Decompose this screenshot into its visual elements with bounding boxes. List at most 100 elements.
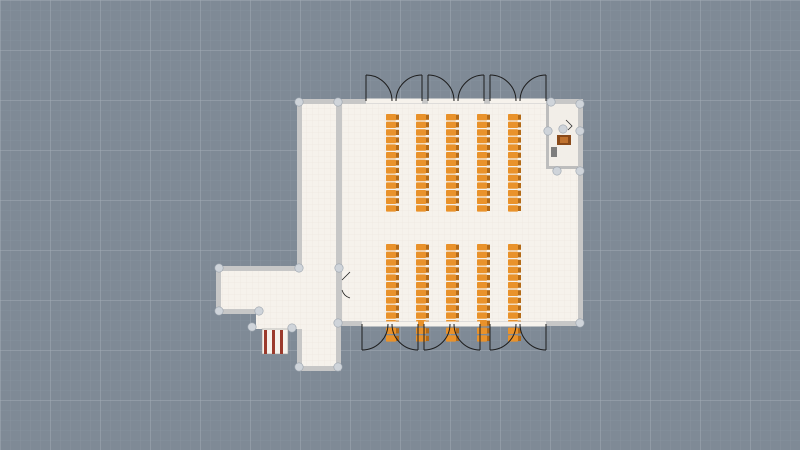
doors[interactable]: [361, 74, 547, 351]
chair-icon[interactable]: [416, 114, 429, 121]
corridor-floor[interactable]: [302, 104, 336, 366]
chair-icon[interactable]: [508, 144, 521, 151]
chair-icon[interactable]: [477, 129, 490, 136]
chair-icon[interactable]: [416, 312, 429, 319]
door-swing-icon[interactable]: [365, 74, 423, 102]
chair-icon[interactable]: [446, 274, 459, 281]
chair-icon[interactable]: [386, 129, 399, 136]
chair-icon[interactable]: [446, 297, 459, 304]
main-hall-floor[interactable]: [342, 104, 578, 321]
chair-icon[interactable]: [477, 251, 490, 258]
chair-icon[interactable]: [508, 304, 521, 312]
chair-icon[interactable]: [386, 266, 399, 274]
chair-icon[interactable]: [477, 304, 490, 312]
vertex-handle-icon[interactable]: [254, 306, 264, 316]
chair-icon[interactable]: [446, 197, 459, 204]
lectern-icon[interactable]: [551, 119, 573, 157]
seating-area[interactable]: [386, 114, 521, 342]
chair-icon[interactable]: [386, 190, 399, 197]
chair-icon[interactable]: [508, 159, 521, 166]
chair-icon[interactable]: [508, 259, 521, 266]
chair-icon[interactable]: [477, 152, 490, 159]
chair-icon[interactable]: [477, 174, 490, 182]
vertex-handle-icon[interactable]: [214, 306, 224, 316]
chair-icon[interactable]: [386, 244, 399, 251]
vertex-handle-icon[interactable]: [543, 126, 553, 136]
vertex-handle-icon[interactable]: [552, 166, 562, 176]
chair-icon[interactable]: [386, 304, 399, 312]
chair-icon[interactable]: [416, 167, 429, 174]
chair-icon[interactable]: [477, 114, 490, 121]
chair-icon[interactable]: [446, 244, 459, 251]
chair-icon[interactable]: [386, 282, 399, 289]
vertex-handle-icon[interactable]: [333, 318, 343, 328]
chair-icon[interactable]: [386, 259, 399, 266]
chair-icon[interactable]: [477, 335, 490, 342]
chair-icon[interactable]: [508, 274, 521, 281]
chair-icon[interactable]: [508, 205, 521, 212]
chair-icon[interactable]: [386, 205, 399, 212]
chair-icon[interactable]: [446, 167, 459, 174]
vertex-handle-icon[interactable]: [247, 322, 257, 332]
chair-icon[interactable]: [386, 335, 399, 342]
chair-icon[interactable]: [446, 136, 459, 144]
chair-icon[interactable]: [416, 159, 429, 166]
chair-icon[interactable]: [446, 174, 459, 182]
chair-icon[interactable]: [477, 159, 490, 166]
chair-icon[interactable]: [416, 144, 429, 151]
vertex-handle-icon[interactable]: [287, 323, 297, 333]
chair-icon[interactable]: [446, 259, 459, 266]
vertex-handle-icon[interactable]: [575, 318, 585, 328]
chair-icon[interactable]: [508, 121, 521, 128]
chair-icon[interactable]: [416, 190, 429, 197]
chair-icon[interactable]: [508, 136, 521, 144]
chair-icon[interactable]: [416, 289, 429, 296]
chair-icon[interactable]: [386, 136, 399, 144]
chair-icon[interactable]: [416, 136, 429, 144]
chair-icon[interactable]: [446, 182, 459, 189]
corridor-bottom-floor[interactable]: [302, 325, 336, 366]
chair-icon[interactable]: [477, 274, 490, 281]
door-swing-icon[interactable]: [423, 323, 481, 351]
chair-icon[interactable]: [508, 152, 521, 159]
chair-icon[interactable]: [508, 129, 521, 136]
chair-icon[interactable]: [386, 182, 399, 189]
chair-icon[interactable]: [416, 266, 429, 274]
door-swing-icon[interactable]: [489, 323, 547, 351]
chair-icon[interactable]: [477, 190, 490, 197]
stair-icon[interactable]: [261, 328, 289, 355]
chair-icon[interactable]: [446, 282, 459, 289]
vertex-handles[interactable]: [214, 97, 585, 372]
chair-icon[interactable]: [416, 297, 429, 304]
chair-icon[interactable]: [508, 174, 521, 182]
chair-icon[interactable]: [386, 297, 399, 304]
chair-icon[interactable]: [477, 182, 490, 189]
chair-icon[interactable]: [477, 144, 490, 151]
chair-icon[interactable]: [416, 197, 429, 204]
chair-icon[interactable]: [446, 266, 459, 274]
chair-icon[interactable]: [508, 251, 521, 258]
door-swing-icon[interactable]: [341, 271, 351, 299]
chair-icon[interactable]: [416, 129, 429, 136]
chair-icon[interactable]: [508, 312, 521, 319]
chair-icon[interactable]: [386, 312, 399, 319]
chair-icon[interactable]: [416, 251, 429, 258]
chair-icon[interactable]: [446, 144, 459, 151]
chair-icon[interactable]: [386, 114, 399, 121]
vertex-handle-icon[interactable]: [334, 263, 344, 273]
chair-icon[interactable]: [446, 205, 459, 212]
chair-icon[interactable]: [477, 327, 490, 334]
vertex-handle-icon[interactable]: [333, 97, 343, 107]
chair-icon[interactable]: [508, 266, 521, 274]
chair-icon[interactable]: [416, 259, 429, 266]
stage-partition[interactable]: [546, 104, 578, 169]
chair-icon[interactable]: [477, 266, 490, 274]
chair-icon[interactable]: [446, 159, 459, 166]
chair-icon[interactable]: [446, 129, 459, 136]
vertex-handle-icon[interactable]: [575, 99, 585, 109]
chair-icon[interactable]: [386, 121, 399, 128]
vertex-handle-icon[interactable]: [575, 166, 585, 176]
chair-icon[interactable]: [508, 244, 521, 251]
vertex-handle-icon[interactable]: [214, 263, 224, 273]
chair-icon[interactable]: [416, 152, 429, 159]
